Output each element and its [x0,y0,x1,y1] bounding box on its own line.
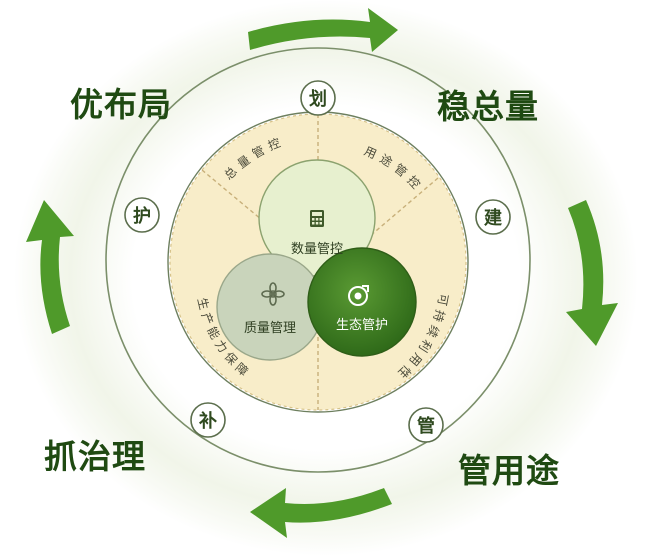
badge-right: 建 [475,199,511,235]
badge-right-label: 建 [484,207,502,229]
corner-label-stabilize-total: 稳总量 [437,87,539,126]
badge-bottom-right-label: 管 [417,415,435,437]
ecology-label: 生态管护 [336,318,388,333]
divider-left [201,169,263,221]
badge-top: 划 [300,80,336,116]
badge-left-label: 护 [133,205,151,227]
divider-right [369,177,439,237]
target-icon [348,285,369,306]
leaf-icon [261,282,285,306]
badge-bottom-left-label: 补 [198,410,217,432]
arrow-right-icon [566,200,618,346]
ecology-circle [307,247,417,357]
arrow-left-icon [26,200,74,334]
calculator-icon [310,210,324,227]
badge-bottom-right: 管 [408,407,444,443]
badge-top-label: 划 [309,88,327,110]
corner-label-manage-usage: 管用途 [458,451,560,490]
corner-label-governance: 抓治理 [44,437,146,476]
quantity-label: 数量管控 [291,242,343,257]
arrow-top-icon [248,8,398,52]
corner-label-optimize-layout: 优布局 [70,85,172,124]
quality-circle [216,253,324,361]
arrow-bottom-icon [250,488,392,538]
quality-label: 质量管理 [244,321,296,336]
outer-ring [105,47,531,473]
badge-bottom-left: 补 [190,402,226,438]
cycle-arrows [26,8,618,538]
badge-left: 护 [124,197,160,233]
